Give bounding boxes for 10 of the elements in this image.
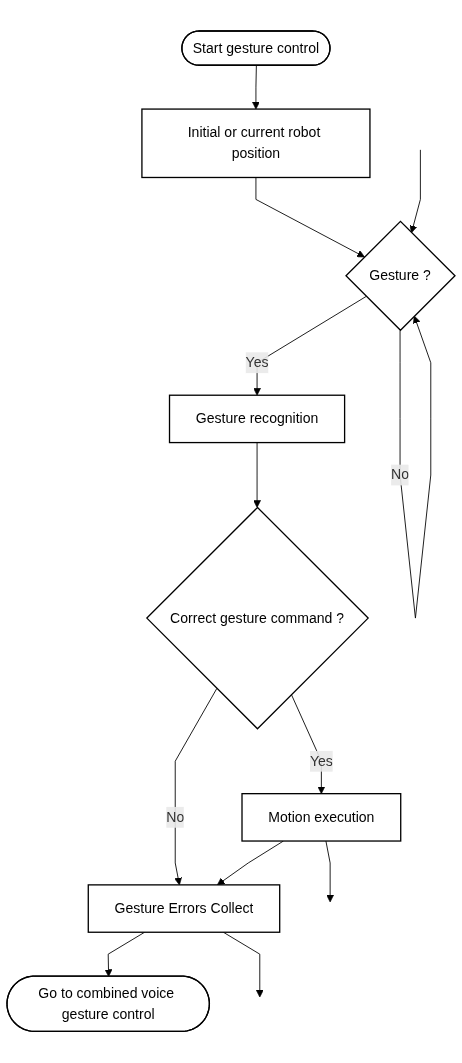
edge-label: No <box>166 809 185 825</box>
node-box: Gesture recognition <box>168 394 346 444</box>
edge-label: No <box>391 467 410 483</box>
node-diamond: Correct gesture command ? <box>145 506 370 730</box>
node-diamond: Gesture ? <box>345 220 456 332</box>
node-box: Gesture Errors Collect <box>87 884 281 934</box>
node-box: Motion execution <box>241 793 402 842</box>
edge-label: Yes <box>309 753 333 769</box>
edge-label: Yes <box>245 355 269 371</box>
node-box: Initial or current robot position <box>141 108 371 179</box>
